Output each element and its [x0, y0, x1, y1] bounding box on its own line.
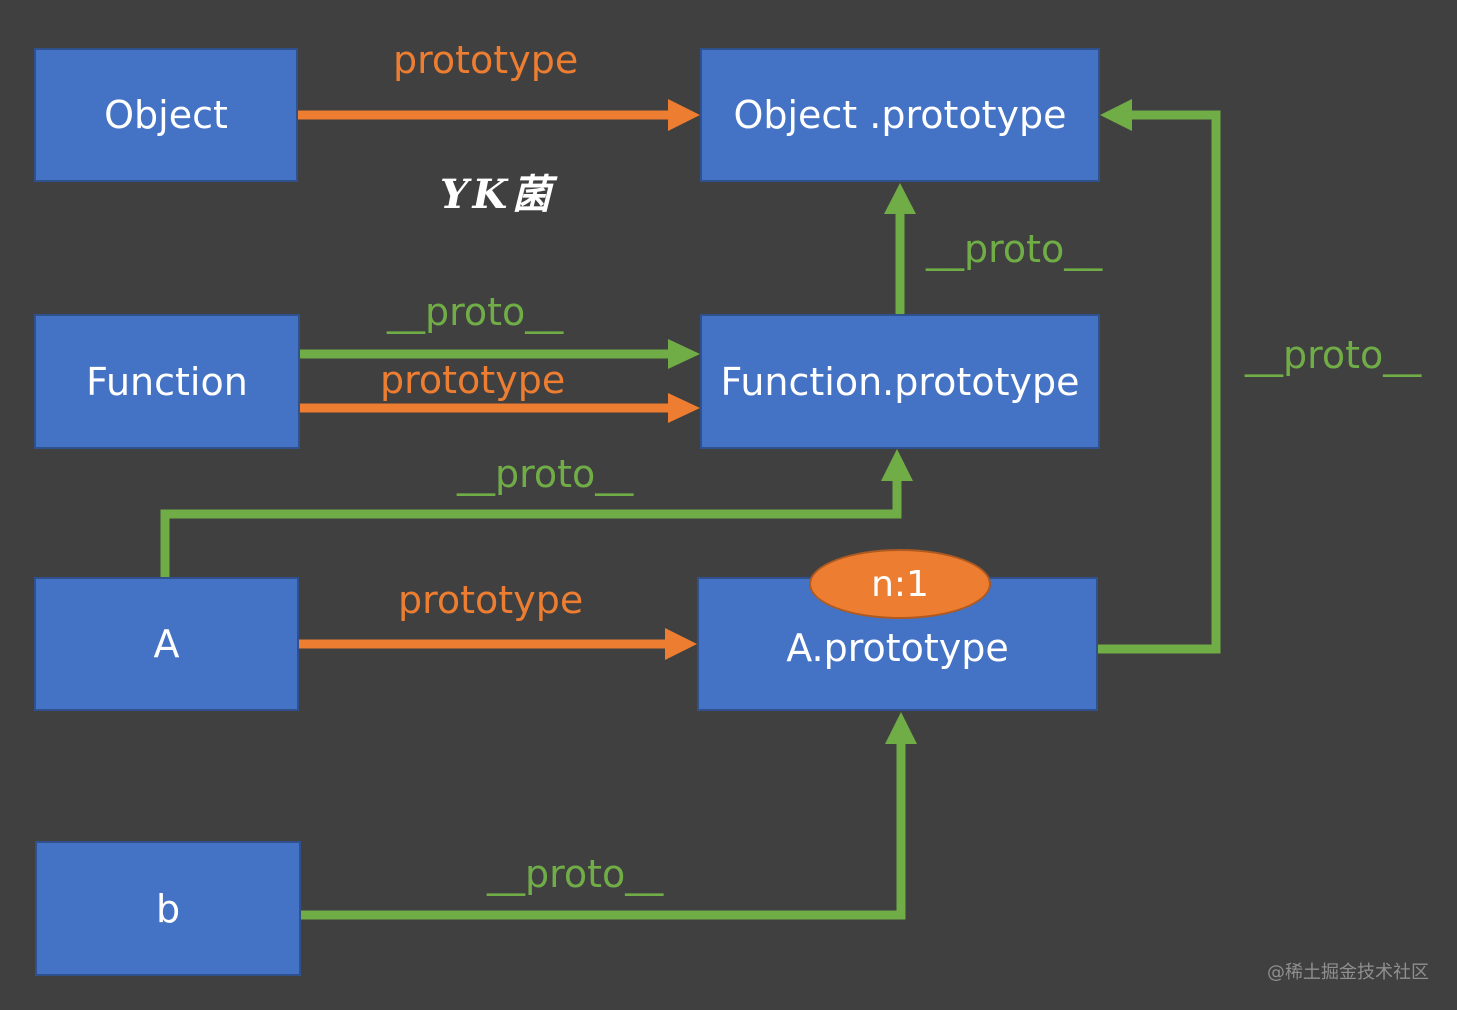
- node-a-prototype-label: A.prototype: [786, 626, 1009, 670]
- arrow-function-proto: [300, 339, 700, 369]
- node-function: Function: [34, 314, 300, 449]
- edge-label-a-prototype: prototype: [398, 578, 584, 622]
- node-object-label: Object: [104, 93, 228, 137]
- arrow-function-prototype: [300, 393, 700, 423]
- edge-label-function-proto: __proto__: [387, 290, 564, 334]
- prototype-arrows: [298, 99, 700, 660]
- arrow-a-prototype-to-object-prototype: [1098, 99, 1221, 654]
- node-function-prototype: Function.prototype: [700, 314, 1100, 449]
- node-a-prototype: A.prototype: [697, 577, 1098, 711]
- node-a: A: [34, 577, 299, 711]
- watermark: @稀土掘金技术社区: [1267, 962, 1429, 983]
- node-object: Object: [34, 48, 298, 182]
- edge-label-a-prototype-proto: __proto__: [1245, 333, 1422, 377]
- node-a-label: A: [153, 622, 180, 666]
- arrow-object-to-object-prototype: [298, 99, 700, 131]
- node-function-label: Function: [86, 359, 248, 404]
- node-object-prototype-label: Object .prototype: [733, 93, 1067, 137]
- ratio-badge: n:1: [809, 549, 991, 619]
- proto-arrows: [160, 99, 1221, 920]
- node-function-prototype-label: Function.prototype: [720, 359, 1080, 404]
- arrow-function-prototype-to-object-prototype: [884, 183, 916, 314]
- edge-label-function-prototype-proto: __proto__: [926, 227, 1103, 271]
- edge-label-b-proto: __proto__: [487, 852, 664, 896]
- node-object-prototype: Object .prototype: [700, 48, 1100, 182]
- node-b: b: [35, 841, 301, 976]
- arrow-a-to-a-prototype: [299, 628, 697, 660]
- node-b-label: b: [155, 886, 181, 931]
- arrow-b-to-a-prototype: [301, 712, 917, 920]
- author-signature: YK菌: [440, 171, 556, 218]
- edge-label-object-prototype: prototype: [393, 38, 579, 82]
- arrow-a-to-function-prototype: [160, 449, 913, 577]
- edge-label-a-proto: __proto__: [457, 452, 634, 496]
- edge-label-function-prototype: prototype: [380, 358, 566, 402]
